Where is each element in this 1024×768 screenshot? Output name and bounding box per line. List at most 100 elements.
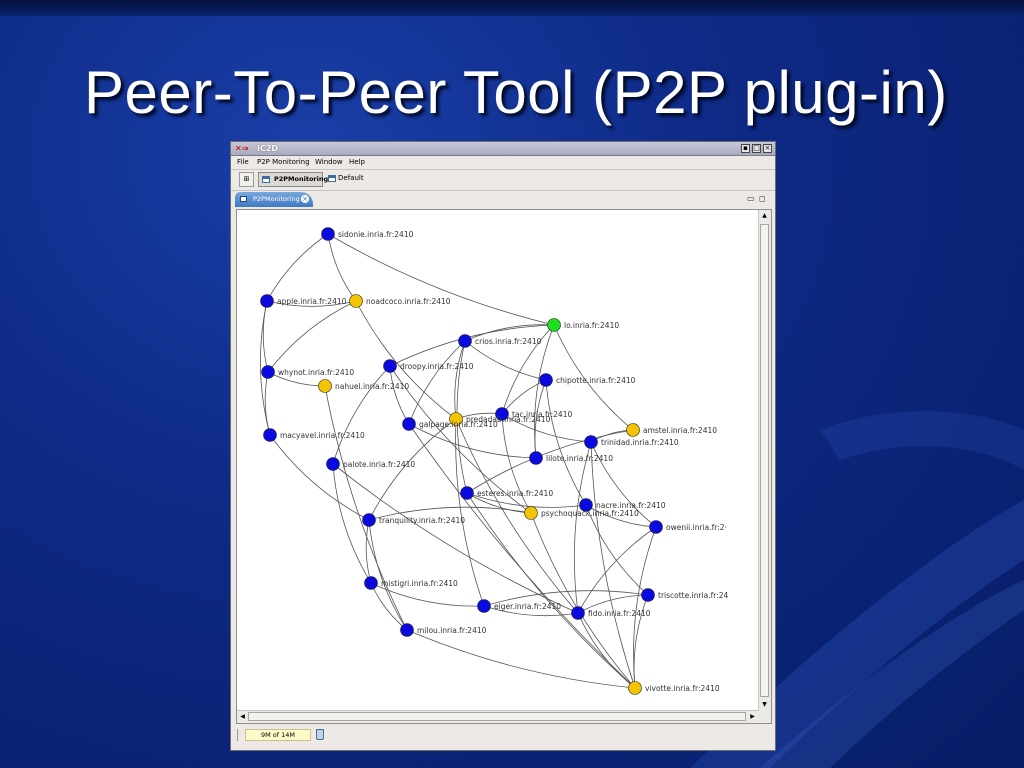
peer-node-marker[interactable]: [364, 576, 378, 590]
peer-node[interactable]: nahuel.inria.fr:2410: [318, 379, 410, 393]
peer-node-marker[interactable]: [318, 379, 332, 393]
peer-node-marker[interactable]: [524, 506, 538, 520]
close-tab-icon[interactable]: ×: [301, 195, 309, 203]
garbage-collect-icon[interactable]: [316, 729, 324, 740]
open-perspective-button[interactable]: ⊞: [239, 172, 254, 187]
window-title: IC2D: [257, 144, 279, 153]
peer-node[interactable]: tranquility.inria.fr:2410: [362, 513, 466, 527]
network-edge: [266, 300, 357, 307]
peer-node[interactable]: noadcoco.inria.fr:2410: [349, 294, 451, 308]
peer-node[interactable]: lilote.inria.fr:2410: [529, 451, 614, 465]
peer-node[interactable]: apple.inria.fr:2410: [260, 294, 347, 308]
maximize-view-icon[interactable]: ◻: [759, 194, 766, 203]
peer-node[interactable]: macyavel.inria.fr:2410: [263, 428, 365, 442]
close-icon[interactable]: ×: [763, 144, 772, 153]
peer-node[interactable]: mistigri.inria.fr:2410: [364, 576, 459, 590]
peer-node[interactable]: galpage.inria.fr:2410: [402, 417, 498, 431]
peer-node-marker[interactable]: [260, 294, 274, 308]
peer-node[interactable]: vivotte.inria.fr:2410: [628, 681, 720, 695]
peer-node-label: crios.inria.fr:2410: [475, 337, 542, 346]
peer-node[interactable]: psychoquack.inria.fr:2410: [524, 506, 639, 520]
peer-node-marker[interactable]: [326, 457, 340, 471]
peer-node[interactable]: esteres.inria.fr:2410: [460, 486, 554, 500]
peer-node-marker[interactable]: [400, 623, 414, 637]
menu-p2p-monitoring[interactable]: P2P Monitoring: [257, 158, 310, 166]
peer-node[interactable]: nacre.inria.fr:2410: [579, 498, 666, 512]
peer-node-marker[interactable]: [460, 486, 474, 500]
horizontal-scroll-thumb[interactable]: [248, 712, 746, 721]
network-edge: [408, 423, 636, 689]
peer-node-marker[interactable]: [649, 520, 663, 534]
network-edge: [327, 233, 555, 326]
scroll-right-icon[interactable]: ▶: [750, 713, 755, 720]
scroll-up-icon[interactable]: ▲: [762, 212, 767, 219]
peer-node[interactable]: chipotte.inria.fr:2410: [539, 373, 636, 387]
network-edge: [332, 365, 391, 465]
peer-node[interactable]: fido.inria.fr:2410: [571, 606, 651, 620]
peer-node[interactable]: predadab.inria.fr:2410: [449, 412, 551, 426]
peer-node-label: chipotte.inria.fr:2410: [556, 376, 636, 385]
peer-node-marker[interactable]: [477, 599, 491, 613]
peer-node-marker[interactable]: [261, 365, 275, 379]
peer-node-marker[interactable]: [547, 318, 561, 332]
peer-node-marker[interactable]: [362, 513, 376, 527]
p2pmonitoring-perspective-button[interactable]: P2PMonitoring: [258, 172, 328, 187]
menu-file[interactable]: File: [237, 158, 249, 166]
default-perspective-button[interactable]: Default: [325, 172, 370, 187]
peer-node-label: vivotte.inria.fr:2410: [645, 684, 720, 693]
peer-node-marker[interactable]: [449, 412, 463, 426]
peer-node-label: macyavel.inria.fr:2410: [280, 431, 365, 440]
peer-node-marker[interactable]: [263, 428, 277, 442]
network-edge: [389, 365, 532, 514]
network-edge: [545, 379, 587, 506]
peer-node-label: milou.inria.fr:2410: [417, 626, 487, 635]
peer-node[interactable]: lo.inria.fr:2410: [547, 318, 620, 332]
tab-p2pmonitoring[interactable]: P2PMonitoring ×: [235, 192, 313, 207]
peer-node[interactable]: droopy.inria.fr:2410: [383, 359, 474, 373]
peer-node-marker[interactable]: [402, 417, 416, 431]
view-tab-strip: P2PMonitoring × ▭ ◻: [231, 191, 775, 208]
peer-node-label: tac.inria.fr:2410: [512, 410, 572, 419]
maximize-icon[interactable]: □: [752, 144, 761, 153]
scroll-down-icon[interactable]: ▼: [762, 701, 767, 708]
vertical-scrollbar[interactable]: ▲ ▼: [758, 210, 771, 711]
window-titlebar[interactable]: ✕⇒ IC2D ▪ □ ×: [231, 142, 775, 156]
peer-node-marker[interactable]: [458, 334, 472, 348]
p2p-network-graph[interactable]: sidonie.inria.fr:2410 apple.inria.fr:2410…: [237, 210, 759, 711]
peer-node[interactable]: amstel.inria.fr:2410: [626, 423, 718, 437]
peer-node[interactable]: milou.inria.fr:2410: [400, 623, 487, 637]
peer-node[interactable]: tac.inria.fr:2410: [495, 407, 573, 421]
network-edge: [408, 423, 537, 459]
peer-node[interactable]: owenii.inria.fr:2·: [649, 520, 727, 534]
peer-node-marker[interactable]: [383, 359, 397, 373]
peer-node[interactable]: whynot.inria.fr:2410: [261, 365, 355, 379]
peer-node-marker[interactable]: [628, 681, 642, 695]
peer-node-marker[interactable]: [584, 435, 598, 449]
peer-node-marker[interactable]: [579, 498, 593, 512]
vertical-scroll-thumb[interactable]: [760, 224, 769, 697]
scroll-left-icon[interactable]: ◀: [240, 713, 245, 720]
peer-node-marker[interactable]: [495, 407, 509, 421]
peer-node-marker[interactable]: [626, 423, 640, 437]
network-edge: [466, 492, 587, 508]
peer-node[interactable]: sidonie.inria.fr:2410: [321, 227, 414, 241]
menu-help[interactable]: Help: [349, 158, 365, 166]
menu-window[interactable]: Window: [315, 158, 343, 166]
peer-node-marker[interactable]: [641, 588, 655, 602]
scroll-corner: [759, 711, 771, 723]
peer-node[interactable]: crios.inria.fr:2410: [458, 334, 542, 348]
peer-node[interactable]: eiger.inria.fr:2410: [477, 599, 562, 613]
peer-node-marker[interactable]: [321, 227, 335, 241]
peer-node[interactable]: palote.inria.fr:2410: [326, 457, 416, 471]
slide-top-band: [0, 0, 1024, 16]
peer-node-marker[interactable]: [571, 606, 585, 620]
minimize-view-icon[interactable]: ▭: [747, 194, 755, 203]
peer-node-marker[interactable]: [539, 373, 553, 387]
peer-node-marker[interactable]: [349, 294, 363, 308]
horizontal-scrollbar[interactable]: ◀ ▶: [237, 710, 759, 723]
peer-node[interactable]: trinidad.inria.fr:2410: [584, 435, 679, 449]
minimize-icon[interactable]: ▪: [741, 144, 750, 153]
peer-node-marker[interactable]: [529, 451, 543, 465]
peer-node-label: droopy.inria.fr:2410: [400, 362, 474, 371]
peer-node[interactable]: triscotte.inria.fr:24: [641, 588, 729, 602]
